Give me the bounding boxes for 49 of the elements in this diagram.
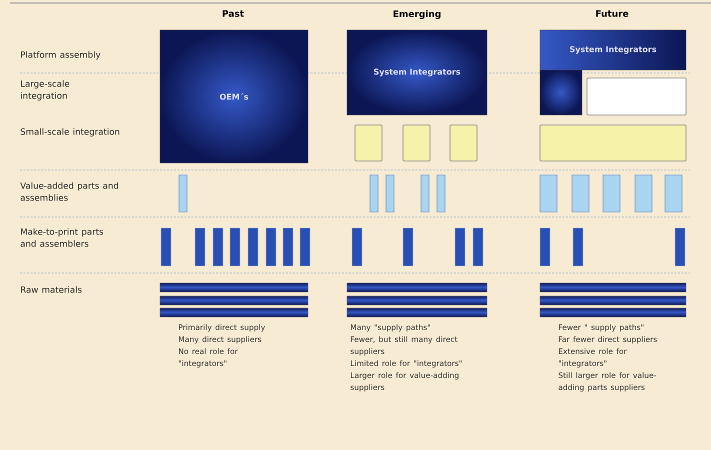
row-label: Small-scale integration: [20, 128, 120, 137]
row-label: Value-added parts and assemblies: [20, 182, 118, 201]
bar: [194, 228, 206, 266]
bar: [454, 228, 466, 266]
box: [450, 124, 478, 162]
bar: [300, 228, 310, 266]
bar: [602, 174, 620, 212]
bar: [540, 296, 686, 306]
column-heading: Future: [596, 10, 628, 17]
bar: [386, 174, 394, 212]
bar: [346, 308, 488, 318]
bar: [160, 296, 308, 306]
bar: [572, 228, 584, 266]
bar: [540, 308, 686, 318]
row-label: Raw materials: [21, 286, 82, 293]
bar: [674, 228, 686, 266]
bar: [248, 228, 258, 266]
bar: [352, 228, 362, 266]
bar: [160, 228, 172, 266]
bar: [402, 228, 414, 266]
column-heading: Emerging: [394, 10, 440, 19]
bar: [436, 174, 446, 212]
box: [354, 124, 382, 162]
bar: [160, 308, 308, 318]
box: [402, 124, 430, 162]
bar: [266, 228, 276, 266]
bar: [420, 174, 430, 212]
bar: [230, 228, 240, 266]
box: [540, 124, 686, 162]
bar: [664, 174, 682, 212]
system-block: System Integrators: [346, 30, 488, 116]
row-label: Make-to-print parts and assemblers: [20, 228, 104, 247]
system-block: OEM´s: [160, 30, 308, 164]
bar: [540, 174, 558, 212]
bar: [160, 282, 308, 292]
bar: [572, 174, 590, 212]
bar: [212, 228, 224, 266]
bar: [282, 228, 294, 266]
bar: [370, 174, 378, 212]
row-label: Large-scale integration: [21, 80, 70, 101]
bar: [472, 228, 484, 266]
bar: [346, 282, 488, 292]
row-label: Platform assembly: [21, 51, 100, 60]
column-heading: Past: [222, 10, 244, 17]
bar: [346, 296, 488, 306]
bar: [540, 228, 550, 266]
bar: [178, 174, 188, 212]
bar: [540, 282, 686, 292]
bar: [634, 174, 652, 212]
